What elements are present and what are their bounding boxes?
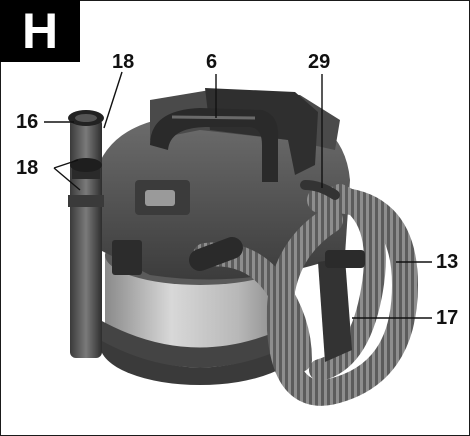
- callout-18-top: 18: [112, 51, 135, 73]
- figure-letter-badge: H: [0, 0, 80, 62]
- accessory-pipes: [68, 110, 104, 358]
- callout-17: 17: [436, 307, 459, 329]
- suction-hose: [189, 180, 419, 406]
- callout-29: 29: [308, 51, 331, 73]
- callout-13: 13: [436, 251, 459, 273]
- leader-lines: [44, 71, 432, 319]
- callout-18-side: 18: [16, 157, 39, 179]
- hose-hook: [318, 250, 365, 362]
- callout-6: 6: [206, 51, 218, 73]
- carry-handle: [150, 108, 279, 182]
- callout-16: 16: [16, 111, 39, 133]
